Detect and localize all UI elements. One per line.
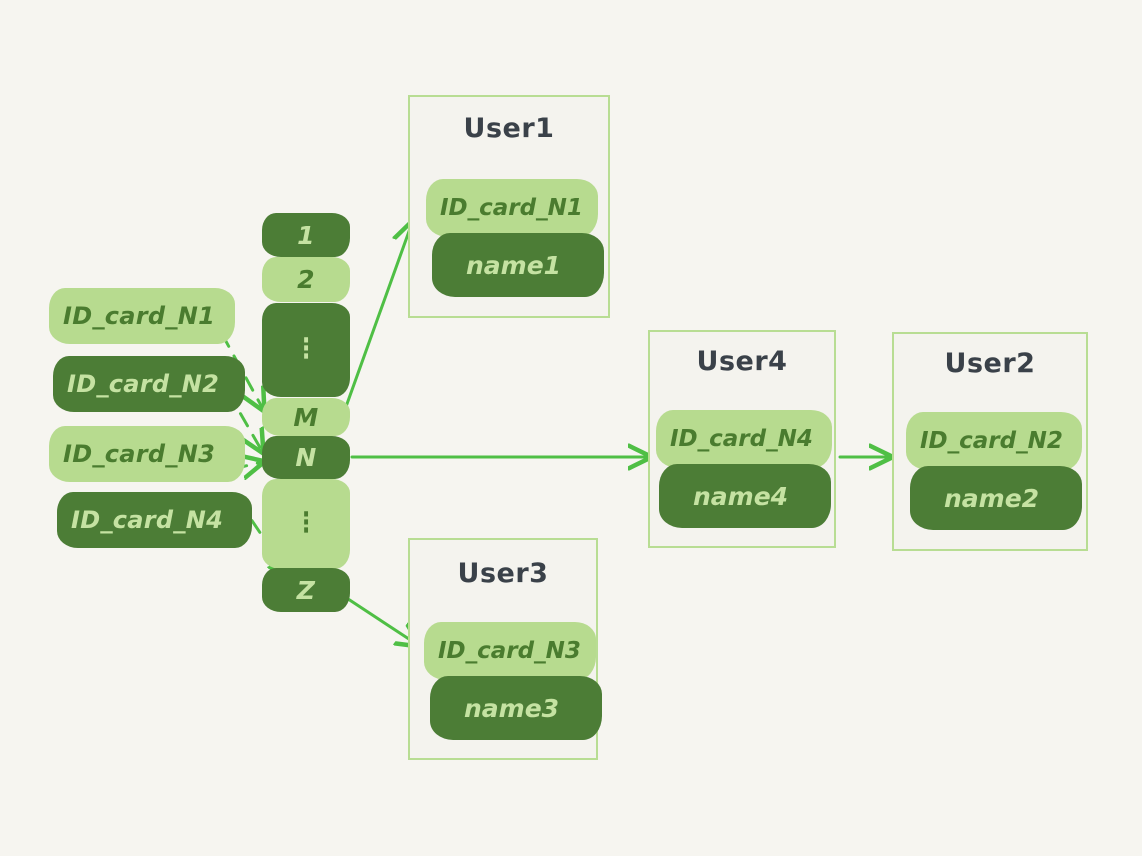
link-z-to-user3 <box>337 591 418 645</box>
id-card-item-label: ID_card_N4 <box>71 506 224 534</box>
hash-bucket-1[interactable]: 1 <box>262 213 350 257</box>
hash-bucket-2[interactable]: 2 <box>262 257 350 302</box>
user-card-id-field: ID_card_N4 <box>656 410 832 468</box>
user-card-user4[interactable]: User4 ID_card_N4 name4 <box>648 330 836 548</box>
user-card-name-field: name3 <box>430 676 602 740</box>
hash-bucket-label: ⋮ <box>295 333 317 365</box>
link-m-to-user1 <box>341 223 412 417</box>
hash-bucket-label: N <box>295 443 317 472</box>
user-card-title: User4 <box>696 346 788 377</box>
user-card-title: User3 <box>457 558 549 589</box>
user-card-name-field: name4 <box>659 464 831 528</box>
user-card-user1[interactable]: User1 ID_card_N1 name1 <box>408 95 610 318</box>
user-card-title: User1 <box>463 113 555 144</box>
user-card-name-field: name1 <box>432 233 604 297</box>
id-card-item-3[interactable]: ID_card_N3 <box>49 426 245 482</box>
user-card-id-value: ID_card_N1 <box>440 195 583 221</box>
hash-bucket-label: Z <box>296 575 316 605</box>
user-card-user3[interactable]: User3 ID_card_N3 name3 <box>408 538 602 760</box>
id-card-item-label: ID_card_N3 <box>63 440 216 468</box>
hash-bucket-ellipsis-upper: ⋮ <box>262 303 350 397</box>
id-card-item-2[interactable]: ID_card_N2 <box>53 356 245 412</box>
user-card-id-value: ID_card_N2 <box>920 428 1063 454</box>
hash-bucket-ellipsis-lower: ⋮ <box>262 479 350 569</box>
user-card-id-field: ID_card_N3 <box>424 622 596 680</box>
user-card-name-value: name1 <box>466 250 562 280</box>
user-card-id-value: ID_card_N3 <box>438 638 581 664</box>
hash-bucket-label: 1 <box>297 220 315 250</box>
user-card-user2[interactable]: User2 ID_card_N2 name2 <box>892 332 1088 551</box>
hash-bucket-label: 2 <box>297 265 315 294</box>
hash-bucket-n[interactable]: N <box>262 436 350 479</box>
id-card-item-label: ID_card_N2 <box>67 370 220 398</box>
user-card-name-field: name2 <box>910 466 1082 530</box>
hash-bucket-label: M <box>293 402 319 432</box>
user-card-name-value: name2 <box>944 483 1040 513</box>
id-card-item-4[interactable]: ID_card_N4 <box>57 492 252 548</box>
user-card-id-value: ID_card_N4 <box>670 426 813 452</box>
user-card-id-field: ID_card_N1 <box>426 179 598 237</box>
hash-bucket-label: ⋮ <box>295 507 317 539</box>
hash-bucket-z[interactable]: Z <box>262 568 350 612</box>
id-card-item-1[interactable]: ID_card_N1 <box>49 288 235 344</box>
user-card-name-value: name4 <box>693 481 789 511</box>
user-card-id-field: ID_card_N2 <box>906 412 1082 470</box>
hash-bucket-m[interactable]: M <box>262 398 350 436</box>
id-card-item-label: ID_card_N1 <box>63 302 216 330</box>
user-card-title: User2 <box>944 348 1036 379</box>
user-card-name-value: name3 <box>464 693 560 723</box>
